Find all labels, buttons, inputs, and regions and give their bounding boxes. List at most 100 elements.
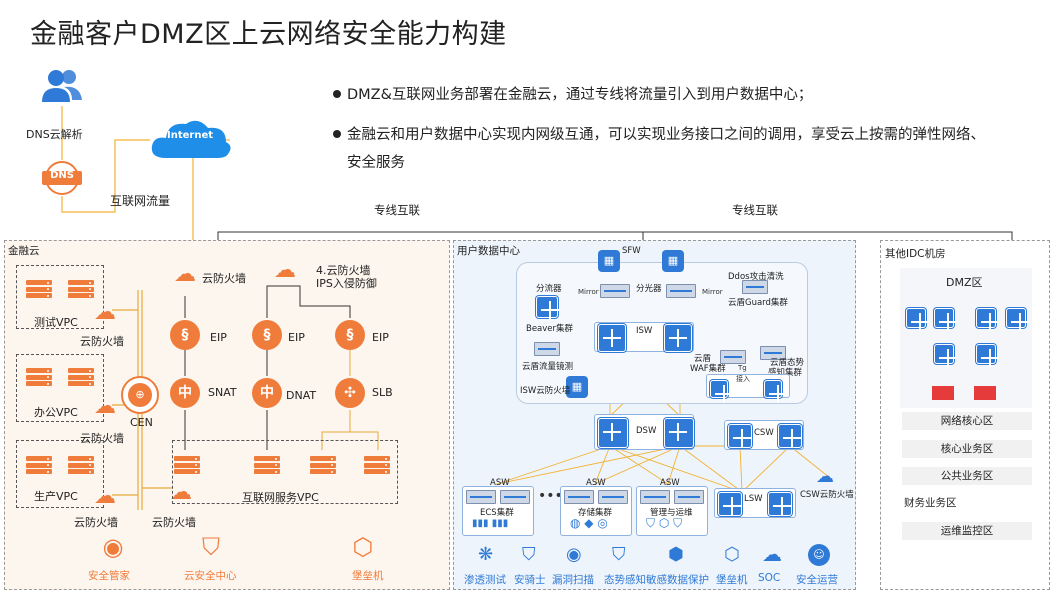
- rack-icon: [500, 490, 530, 504]
- bottom-label-center: 云安全中心: [184, 570, 237, 582]
- users-icon: [40, 68, 84, 104]
- bullet-2: 金融云和用户数据中心实现内网级互通，可以实现业务接口之间的调用，享受云上按需的弹…: [333, 122, 985, 148]
- dns-text: DNS: [50, 170, 74, 181]
- rack-icon: [666, 284, 696, 298]
- bottom-label-butler: 安全管家: [88, 570, 130, 582]
- fw-label-4: 云防火墙: [152, 516, 196, 529]
- fw-top-label: 云防火墙: [202, 272, 246, 285]
- bullet-dot: [333, 130, 341, 138]
- idc-bar-4: 财务业务区: [902, 494, 1034, 512]
- idc-switch-icon: [934, 308, 957, 331]
- bullet-2-text: 金融云和用户数据中心实现内网级互通，可以实现业务接口之间的调用，享受云上按需的弹…: [347, 127, 985, 143]
- pentest-icon: ❋: [478, 544, 494, 565]
- idc-label: 其他IDC机房: [885, 248, 946, 260]
- arrow-slb-srv1: [321, 410, 351, 450]
- dc-bottom-label-7: SOC: [758, 572, 781, 584]
- isw-label: ISW: [636, 326, 653, 336]
- dc-bottom-label-6: 堡垒机: [716, 574, 748, 586]
- idc-firewall-icon: [932, 386, 954, 400]
- idc-bar-1: 网络核心区: [902, 412, 1032, 430]
- slb-icon: ✣: [335, 378, 365, 408]
- vpc-test-box: [16, 265, 104, 329]
- isw-switch-icon: [598, 324, 626, 352]
- splitter-label-1: 分流器: [536, 284, 562, 294]
- security-center-icon: ⛉: [202, 533, 220, 561]
- arrow-fw-eip3: [299, 296, 351, 318]
- isw-switch-icon: [664, 324, 692, 352]
- dc-label: 用户数据中心: [457, 245, 520, 257]
- bullet-dot: [333, 90, 341, 98]
- sense-rack-icon: [760, 346, 786, 360]
- csw-switch-icon: [728, 424, 752, 448]
- sfw-icon: ▦: [662, 250, 684, 272]
- asw-label-2: ASW: [586, 478, 606, 488]
- idc-switch-icon: [976, 344, 999, 367]
- fw-label-3: 云防火墙: [74, 516, 118, 529]
- beaver-rack-icon: [534, 342, 560, 356]
- bastion-icon: ⬡: [352, 533, 374, 561]
- cloud-firewall-ips-icon: ☁: [274, 258, 296, 283]
- idc-switch-icon: [906, 308, 929, 331]
- dc-bottom-label-4: 态势感知: [604, 574, 646, 586]
- server-icon: [68, 280, 94, 298]
- page-title: 金融客户DMZ区上云网络安全能力构建: [30, 19, 507, 50]
- mgmt-label: 管理与运维: [650, 508, 693, 518]
- eip-label-2: EIP: [288, 331, 305, 344]
- sfw-icon: ▦: [598, 250, 620, 272]
- bullet-1: DMZ&互联网业务部署在金融云，通过专线将流量引入到用户数据中心；: [333, 82, 812, 108]
- server-icon: [26, 368, 52, 386]
- eip-icon: §: [252, 320, 282, 350]
- more-dots-icon: •••: [538, 488, 563, 504]
- rack-icon: [598, 490, 628, 504]
- internet-cloud-icon: Internet: [146, 114, 234, 164]
- server-icon: [174, 456, 200, 474]
- ecs-server-icons: ▮▮▮ ▮▮▮: [472, 518, 509, 529]
- cen-icon: ⊕: [121, 376, 159, 414]
- waf-label-2: WAF集群: [690, 364, 726, 374]
- eip-icon: §: [335, 320, 365, 350]
- fw-label-1: 云防火墙: [80, 335, 124, 348]
- arrow-slb-srv2: [350, 431, 379, 450]
- cen-label: CEN: [130, 416, 153, 429]
- csw-switch-icon: [778, 424, 802, 448]
- line-dedicated: [217, 231, 1013, 240]
- server-icon: [26, 456, 52, 474]
- dc-bottom-label-5: 敏感数据保护: [646, 574, 709, 586]
- storage-label: 存储集群: [578, 508, 613, 518]
- security-butler-icon: ◉: [102, 533, 124, 561]
- snat-icon: 中: [170, 378, 200, 408]
- mirror-label-1: Mirror: [578, 288, 599, 296]
- security-ops-icon: ☺: [808, 544, 830, 566]
- anqishi-icon: ⛉: [522, 544, 536, 565]
- inet-service-vpc-box: [172, 440, 398, 504]
- dnat-label: DNAT: [286, 389, 317, 402]
- waf-label: 云盾: [694, 354, 712, 364]
- slb-label: SLB: [372, 386, 393, 399]
- eip-label-3: EIP: [372, 331, 389, 344]
- idc-bar-2: 核心业务区: [902, 440, 1032, 458]
- mirror-label-2: Mirror: [702, 288, 723, 296]
- isw-firewall-icon: ▦: [566, 376, 588, 398]
- storage-icons: ◍ ◆ ◎: [570, 516, 608, 530]
- idc-firewall-icon: [974, 386, 996, 400]
- access-switch-icon: [764, 380, 787, 403]
- bastion-dc-icon: ⬡: [724, 544, 740, 565]
- dc-bottom-label-3: 漏洞扫描: [552, 574, 594, 586]
- firewall-icon: ☁: [94, 300, 116, 325]
- rack-icon: [564, 490, 594, 504]
- internet-traffic-label: 互联网流量: [110, 194, 171, 208]
- dsw-switch-icon: [598, 418, 628, 448]
- server-icon: [68, 456, 94, 474]
- situation-icon: ⛉: [612, 544, 626, 565]
- vpc-office-box: [16, 354, 104, 422]
- guard-rack-icon: [742, 280, 768, 294]
- bullet-2-cont: 安全服务: [347, 155, 405, 171]
- firewall-icon: ☁: [94, 394, 116, 419]
- idc-switch-icon: [934, 344, 957, 367]
- splitter-icon: [536, 296, 559, 319]
- dc-bottom-label-2: 安骑士: [514, 574, 546, 586]
- snat-label: SNAT: [208, 386, 237, 399]
- csw-label: CSW: [754, 428, 774, 438]
- idc-bar-3: 公共业务区: [902, 467, 1032, 485]
- ecs-label: ECS集群: [480, 508, 514, 518]
